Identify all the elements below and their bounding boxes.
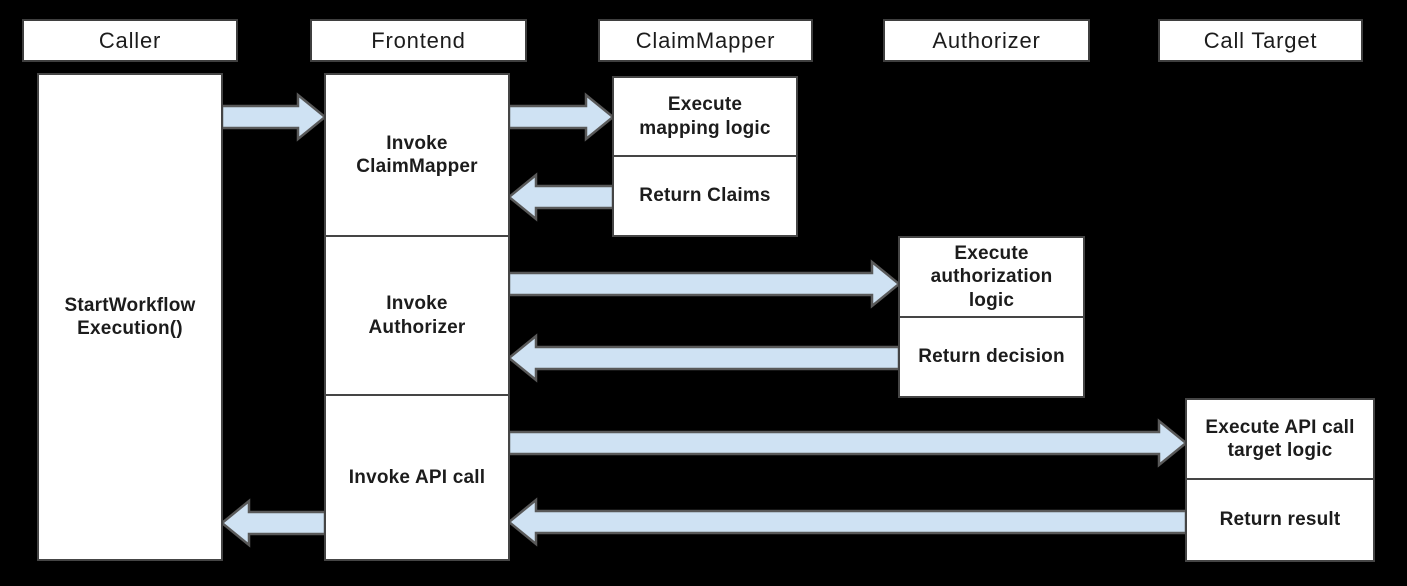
arrow-authorizer-to-frontend bbox=[507, 333, 901, 383]
authorizer-step-return-decision-label: Return decision bbox=[918, 346, 1065, 368]
arrow-frontend-to-authorizer bbox=[507, 259, 901, 309]
lane-header-claimmapper-label: ClaimMapper bbox=[635, 27, 776, 53]
caller-step-startworkflowexecution: StartWorkflow Execution() bbox=[64, 294, 196, 339]
frontend-step-invoke-api-call: Invoke API call bbox=[324, 394, 510, 561]
arrow-frontend-to-caller bbox=[220, 498, 327, 548]
lane-header-calltarget: Call Target bbox=[1158, 19, 1363, 62]
frontend-step-invoke-authorizer-label: Invoke Authorizer bbox=[368, 293, 466, 338]
lane-header-claimmapper: ClaimMapper bbox=[598, 19, 813, 62]
claimmapper-step-return-claims: Return Claims bbox=[612, 155, 798, 237]
lane-header-frontend: Frontend bbox=[310, 19, 527, 62]
activation-caller: StartWorkflow Execution() bbox=[37, 73, 223, 561]
authorizer-step-execute-authorization-logic-label: Execute authorization logic bbox=[930, 243, 1053, 311]
lane-header-frontend-label: Frontend bbox=[371, 27, 466, 53]
authorizer-step-return-decision: Return decision bbox=[898, 316, 1085, 398]
lane-header-calltarget-label: Call Target bbox=[1203, 27, 1318, 53]
arrow-frontend-to-claimmapper bbox=[507, 92, 615, 142]
claimmapper-step-execute-mapping-logic: Execute mapping logic bbox=[612, 76, 798, 157]
frontend-step-invoke-claimmapper-label: Invoke ClaimMapper bbox=[356, 132, 478, 177]
lane-header-caller-label: Caller bbox=[98, 27, 162, 53]
claimmapper-step-return-claims-label: Return Claims bbox=[639, 185, 771, 207]
activation-calltarget: Execute API call target logic Return res… bbox=[1185, 398, 1375, 562]
arrow-caller-to-frontend bbox=[220, 92, 327, 142]
calltarget-step-return-result-label: Return result bbox=[1219, 509, 1341, 531]
frontend-step-invoke-api-call-label: Invoke API call bbox=[348, 466, 486, 488]
claimmapper-step-execute-mapping-logic-label: Execute mapping logic bbox=[639, 94, 771, 139]
calltarget-step-execute-api-call-target-logic-label: Execute API call target logic bbox=[1205, 416, 1355, 461]
activation-authorizer: Execute authorization logic Return decis… bbox=[898, 236, 1085, 398]
frontend-step-invoke-claimmapper: Invoke ClaimMapper bbox=[324, 73, 510, 237]
arrow-calltarget-to-frontend bbox=[507, 497, 1188, 547]
calltarget-step-execute-api-call-target-logic: Execute API call target logic bbox=[1185, 398, 1375, 480]
lane-header-authorizer: Authorizer bbox=[883, 19, 1090, 62]
lane-header-caller: Caller bbox=[22, 19, 238, 62]
activation-claimmapper: Execute mapping logic Return Claims bbox=[612, 76, 798, 237]
arrow-frontend-to-calltarget bbox=[507, 418, 1188, 468]
calltarget-step-return-result: Return result bbox=[1185, 478, 1375, 562]
lane-header-authorizer-label: Authorizer bbox=[932, 27, 1041, 53]
activation-frontend: Invoke ClaimMapper Invoke Authorizer Inv… bbox=[324, 73, 510, 561]
arrow-claimmapper-to-frontend bbox=[507, 172, 615, 222]
frontend-step-invoke-authorizer: Invoke Authorizer bbox=[324, 235, 510, 396]
authorizer-step-execute-authorization-logic: Execute authorization logic bbox=[898, 236, 1085, 318]
